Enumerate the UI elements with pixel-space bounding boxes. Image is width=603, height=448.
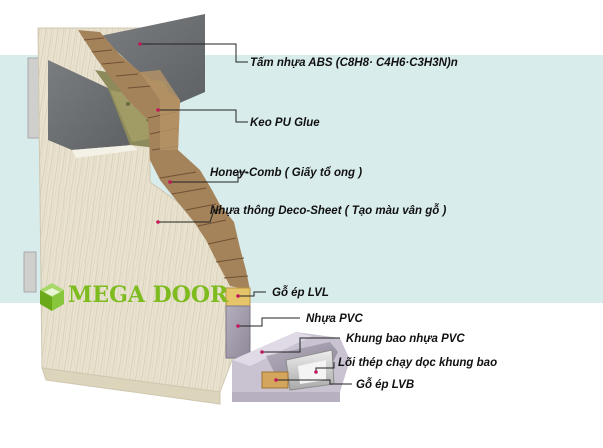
frame-assembly [232, 332, 350, 402]
leader-markers [138, 42, 318, 382]
label-steel-core: Lõi thép chạy dọc khung bao [338, 357, 497, 369]
mega-door-logo: MEGA DOOR [40, 282, 229, 311]
logo-wordmark: MEGA DOOR [68, 282, 229, 308]
label-deco-sheet: Nhựa thông Deco-Sheet ( Tạo màu vân gỗ ) [210, 204, 446, 217]
cube-icon [40, 283, 64, 311]
label-lvl: Gỗ ép LVL [272, 286, 329, 299]
callout-labels: Tấm nhựa ABS (C8H8· C4H6·C3H3N)n Keo PU … [210, 57, 497, 391]
leader-lines [140, 43, 352, 385]
abs-panel-top [100, 14, 205, 108]
label-lvb: Gỗ ép LVB [356, 378, 414, 391]
label-pu-glue: Keo PU Glue [250, 117, 320, 129]
label-abs: Tấm nhựa ABS (C8H8· C4H6·C3H3N)n [250, 57, 458, 69]
door-bottom-face [41, 367, 221, 405]
abs-edge [48, 60, 138, 158]
label-honeycomb: Honey-Comb ( Giấy tổ ong ) [210, 167, 362, 179]
label-frame-pvc: Khung bao nhựa PVC [346, 333, 465, 345]
label-pvc: Nhựa PVC [306, 313, 363, 325]
pvc-layer [225, 305, 251, 359]
